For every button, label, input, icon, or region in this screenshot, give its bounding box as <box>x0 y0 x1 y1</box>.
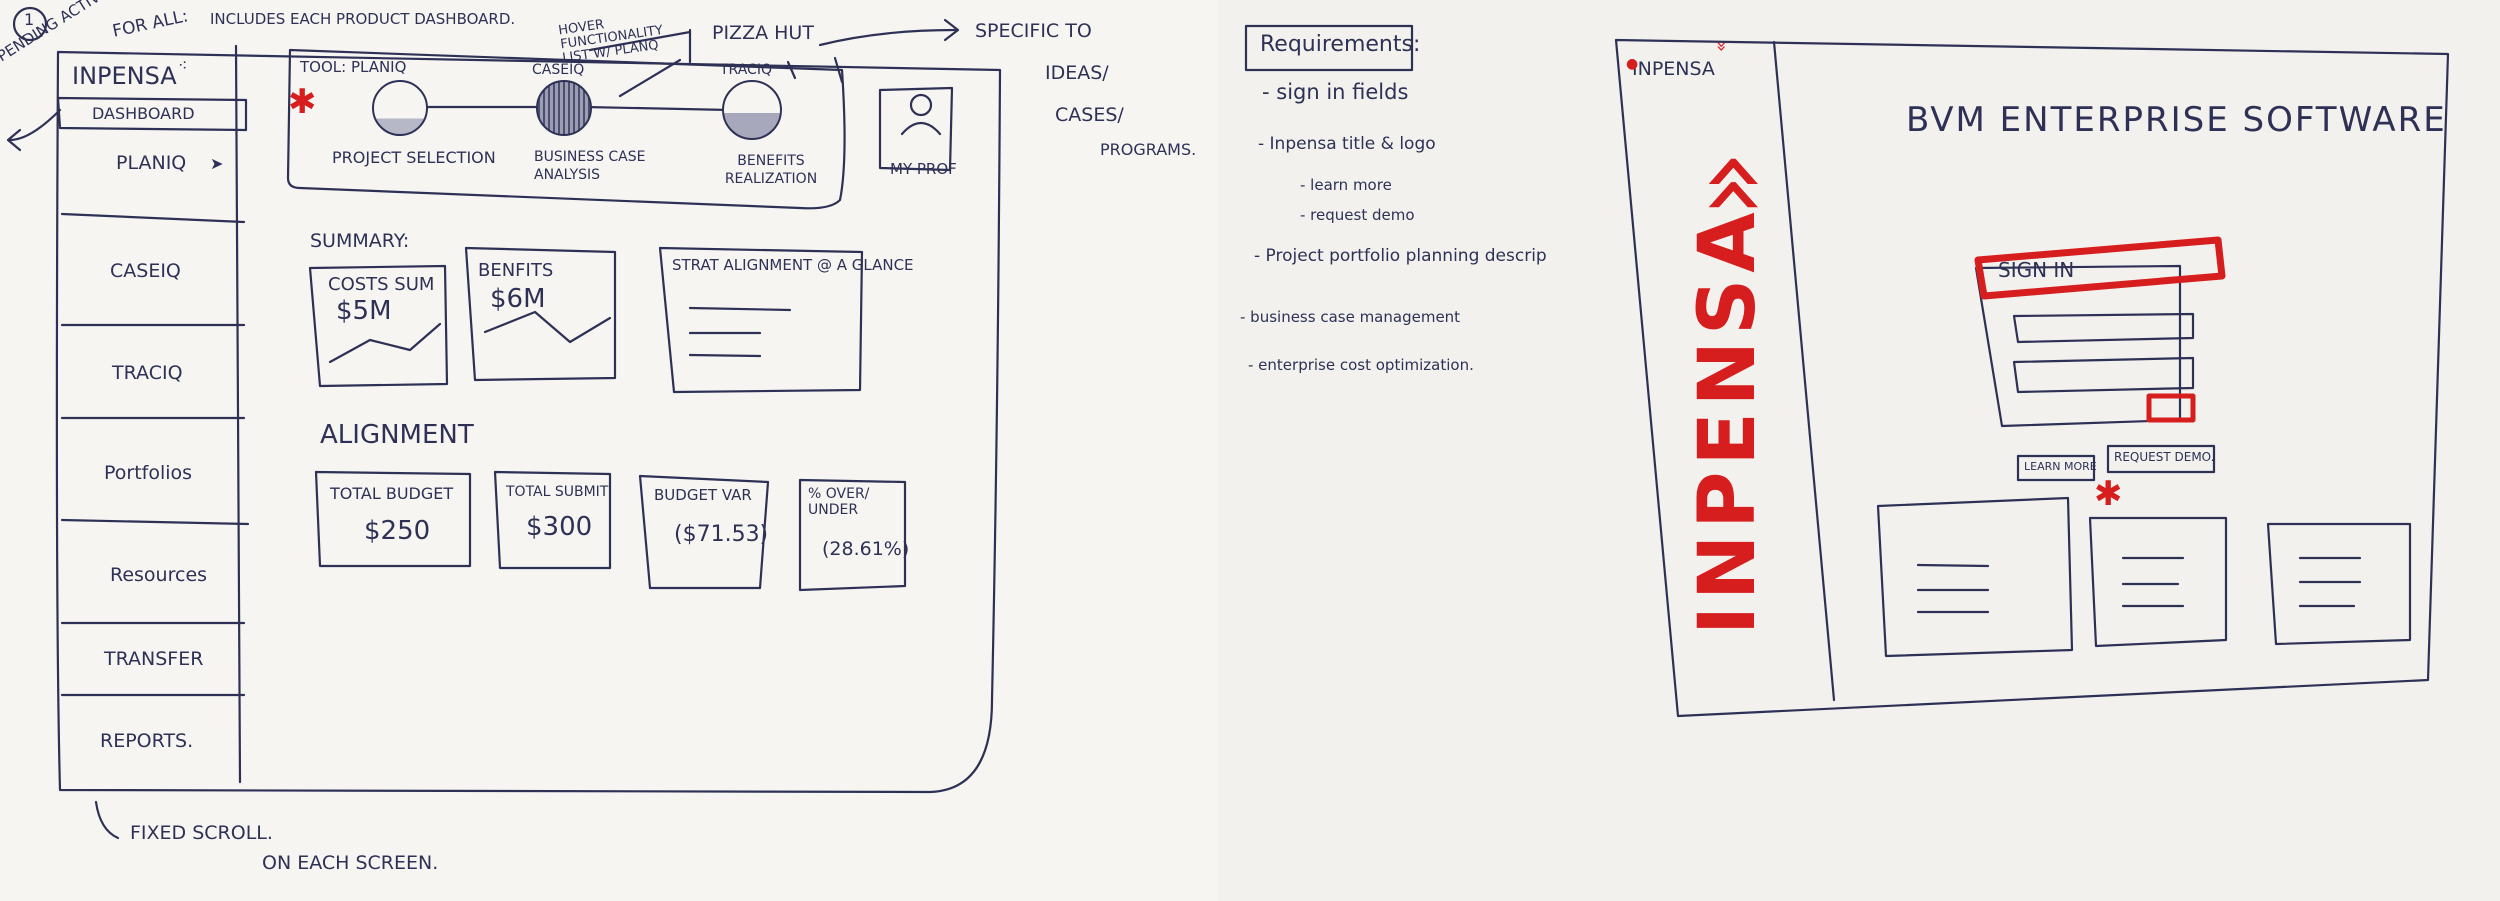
summary-card-value: $6M <box>490 284 546 314</box>
alignment-card-title: TOTAL BUDGET <box>330 484 454 503</box>
alignment-card-value: $300 <box>526 512 593 542</box>
pizza-hut-note: PIZZA HUT <box>712 22 814 44</box>
summary-card-title: COSTS SUM <box>328 274 435 295</box>
step-circle-benefits[interactable] <box>722 80 782 140</box>
step-top-traciq: TRACIQ <box>720 62 772 78</box>
page-number: 1 <box>24 10 35 29</box>
sidebar-item-resources[interactable]: Resources <box>110 564 208 586</box>
left-wireframe-lines <box>6 6 1002 840</box>
alignment-heading: ALIGNMENT <box>320 420 474 450</box>
learn-more-button[interactable]: LEARN MORE <box>2024 460 2097 473</box>
requirement-item: - request demo <box>1300 206 1415 224</box>
footer-note-1: FIXED SCROLL. <box>130 822 273 844</box>
alignment-card-title: BUDGET VAR <box>654 486 752 504</box>
signin-submit-button[interactable] <box>2149 396 2193 420</box>
sidebar-item-transfer[interactable]: TRANSFER <box>104 648 204 670</box>
logo-arrows-icon: » <box>1711 40 1733 53</box>
signin-label: SIGN IN <box>1998 258 2075 282</box>
username-field[interactable] <box>2016 316 2192 340</box>
step-label-benefits: BENEFITS REALIZATION <box>724 153 818 187</box>
inpensa-logo: INPENSA <box>72 62 177 90</box>
right-sketch-sheet: Requirements: - sign in fields - Inpensa… <box>1218 0 2500 901</box>
summary-card-title: BENFITS <box>478 260 554 281</box>
summary-card-value: $5M <box>336 296 392 326</box>
requirement-item: - sign in fields <box>1262 80 1409 104</box>
sidebar-item-reports[interactable]: REPORTS. <box>100 730 194 752</box>
specific-note-4: PROGRAMS. <box>1100 140 1197 159</box>
alignment-card-value: $250 <box>364 516 431 546</box>
headline: BVM ENTERPRISE SOFTWARE <box>1906 100 2447 140</box>
inpensa-logo: INPENSA <box>1632 58 1715 80</box>
summary-card-title: STRAT ALIGNMENT @ A GLANCE <box>672 256 914 274</box>
left-sketch-sheet: ✱ 1 FOR ALL: INCLUDES EACH PRODUCT DASHB… <box>0 0 1218 901</box>
sidebar-item-planiq[interactable]: PLANIQ <box>116 152 187 174</box>
footer-note-2: ON EACH SCREEN. <box>262 852 439 874</box>
requirement-item: - business case management <box>1240 308 1461 326</box>
includes-note: INCLUDES EACH PRODUCT DASHBOARD. <box>210 10 516 28</box>
priority-star-icon: ✱ <box>2094 474 2123 514</box>
sidebar-item-traciq[interactable]: TRACIQ <box>112 362 183 384</box>
requirement-item: - Project portfolio planning descrip <box>1254 246 1547 266</box>
requirement-item: - Inpensa title & logo <box>1258 134 1436 154</box>
logo-dot-icon: ● <box>1626 56 1639 72</box>
sidebar-item-portfolios[interactable]: Portfolios <box>104 462 193 484</box>
specific-note-1: SPECIFIC TO <box>975 20 1092 42</box>
specific-note-3: CASES/ <box>1055 104 1124 126</box>
step-top-caseiq: CASEIQ <box>532 62 585 78</box>
specific-note-2: IDEAS/ <box>1045 62 1109 84</box>
step-label-business-case: BUSINESS CASE ANALYSIS <box>534 149 646 183</box>
step-circle-business-case[interactable] <box>536 80 592 136</box>
profile-label[interactable]: MY PROF <box>890 160 957 178</box>
requirements-title: Requirements: <box>1260 32 1421 57</box>
step-label-project-selection: PROJECT SELECTION <box>332 148 496 167</box>
cursor-icon: ➤ <box>210 154 224 173</box>
alignment-card-title: % OVER/ UNDER <box>808 486 870 518</box>
requirement-item: - enterprise cost optimization. <box>1248 356 1474 374</box>
step-circle-project-selection[interactable] <box>372 80 428 136</box>
alignment-card-value: ($71.53) <box>674 522 769 547</box>
logo-dots-icon: ⁖ <box>178 56 188 75</box>
right-wireframe-lines <box>1244 24 2450 718</box>
requirement-item: - learn more <box>1300 176 1392 194</box>
signin-highlight <box>1974 236 2226 300</box>
right-red-marks <box>1974 236 2226 423</box>
summary-heading: SUMMARY: <box>310 230 410 252</box>
dashboard-frame <box>55 50 1002 794</box>
password-field[interactable] <box>2016 362 2192 390</box>
brand-chevron-icon: » <box>1663 150 1792 218</box>
alignment-card-value: (28.61%) <box>822 538 910 560</box>
priority-star-icon: ✱ <box>288 82 317 122</box>
request-demo-button[interactable]: REQUEST DEMO. <box>2114 450 2215 464</box>
sidebar-item-caseiq[interactable]: CASEIQ <box>110 260 181 282</box>
dashboard-tab[interactable]: DASHBOARD <box>92 104 195 123</box>
vertical-brand: INPENSA <box>1683 206 1773 635</box>
tool-label: TOOL: PLANIQ <box>300 58 407 76</box>
alignment-card-title: TOTAL SUBMIT <box>506 484 609 500</box>
login-page-frame <box>1614 38 2450 718</box>
